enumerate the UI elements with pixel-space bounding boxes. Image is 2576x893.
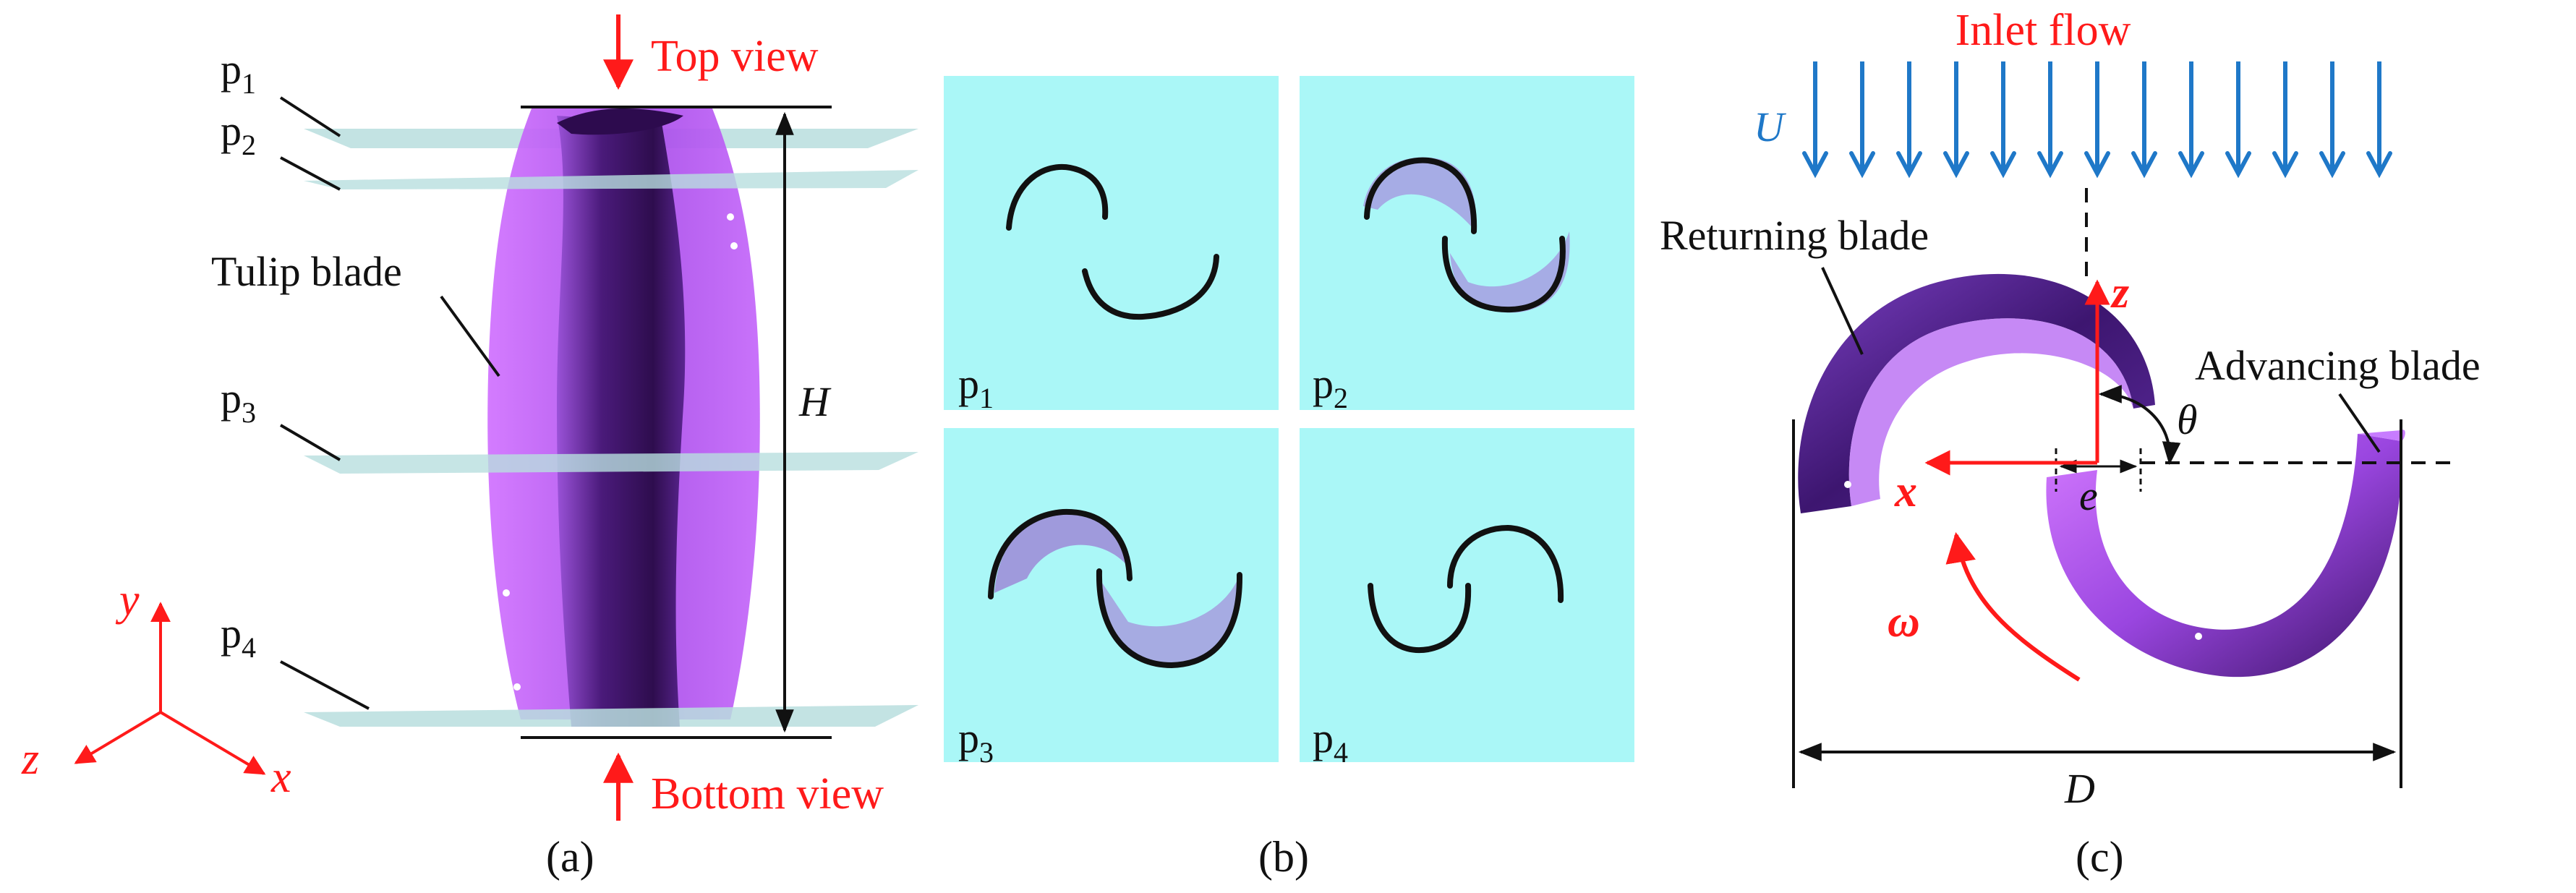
- inlet-arrow-head: [2366, 151, 2392, 179]
- inlet-flow-label: Inlet flow: [1956, 6, 2131, 55]
- offset-label: e: [2079, 472, 2098, 519]
- leader-p2: [280, 156, 341, 191]
- inlet-arrow-head: [1896, 151, 1922, 179]
- tile-label-p4: p4: [1313, 714, 1348, 769]
- tile-p4: p4: [1300, 428, 1634, 769]
- panel-a: p1 p2 Tulip blade p3 p4 Top view Bottom …: [21, 14, 918, 881]
- plane-p2: [304, 170, 918, 189]
- panel-b: p1 p2 p3 p4 (b): [944, 76, 1634, 881]
- plane-p4: [304, 705, 918, 727]
- tile-label-p2: p2: [1313, 360, 1348, 414]
- inlet-arrow-head: [2319, 151, 2345, 179]
- omega-label: ω: [1888, 597, 1920, 646]
- inlet-arrow-head: [1990, 151, 2016, 179]
- panel-c: Inlet flow U e z x θ ω R: [1660, 6, 2481, 881]
- leader-p3: [279, 424, 341, 461]
- tile-p1: p1: [944, 76, 1279, 414]
- axis-x-label: x: [270, 753, 291, 802]
- axis-y-label: y: [115, 576, 140, 625]
- caption-a: (a): [546, 833, 594, 881]
- theta-arc: [2098, 385, 2181, 466]
- inlet-arrow-head: [1849, 151, 1875, 179]
- caption-c: (c): [2076, 833, 2124, 881]
- leader-advancing: [2338, 393, 2381, 453]
- tile-p3: p3: [944, 428, 1279, 769]
- axis-z-label: z: [21, 735, 39, 784]
- label-p1: p1: [221, 46, 256, 100]
- leader-returning: [1821, 267, 1864, 355]
- advancing-blade-label: Advancing blade: [2195, 342, 2481, 389]
- tulip-blade-label: Tulip blade: [211, 248, 402, 295]
- plane-p3: [304, 452, 918, 474]
- inlet-arrow-head: [2225, 151, 2251, 179]
- rotation-arrow: [1945, 531, 2081, 682]
- z-axis-label: z: [2110, 268, 2129, 317]
- velocity-label: U: [1754, 103, 1787, 150]
- inlet-flow-arrows: [1802, 61, 2392, 179]
- bottom-view-label: Bottom view: [651, 769, 884, 819]
- inlet-arrow-head: [2084, 151, 2110, 179]
- leader-p1: [279, 96, 341, 137]
- tile-label-p3: p3: [958, 714, 994, 769]
- inlet-arrow-head: [1943, 151, 1969, 179]
- inlet-arrow-head: [2131, 151, 2157, 179]
- theta-label: θ: [2177, 396, 2198, 443]
- returning-blade-label: Returning blade: [1660, 212, 1929, 259]
- inlet-arrow-head: [2178, 151, 2204, 179]
- inlet-arrow-head: [2037, 151, 2063, 179]
- diameter-label: D: [2064, 765, 2095, 812]
- caption-b: (b): [1258, 833, 1309, 881]
- label-p2: p2: [221, 107, 256, 161]
- leader-tulip: [440, 295, 500, 377]
- inlet-arrow-head: [1802, 151, 1828, 179]
- x-axis-label: x: [1894, 467, 1917, 516]
- advancing-blade: [2046, 430, 2405, 678]
- top-view-label: Top view: [651, 32, 819, 81]
- inlet-arrow-head: [2272, 151, 2298, 179]
- height-label: H: [798, 378, 832, 425]
- label-p3: p3: [221, 375, 256, 429]
- label-p4: p4: [221, 610, 256, 664]
- coordinate-axes: y z x: [21, 576, 291, 802]
- tulip-blade: [487, 108, 760, 727]
- leader-p4: [280, 660, 370, 710]
- tile-p2: p2: [1300, 76, 1634, 414]
- returning-blade: [1798, 273, 2155, 513]
- tile-label-p1: p1: [958, 360, 994, 414]
